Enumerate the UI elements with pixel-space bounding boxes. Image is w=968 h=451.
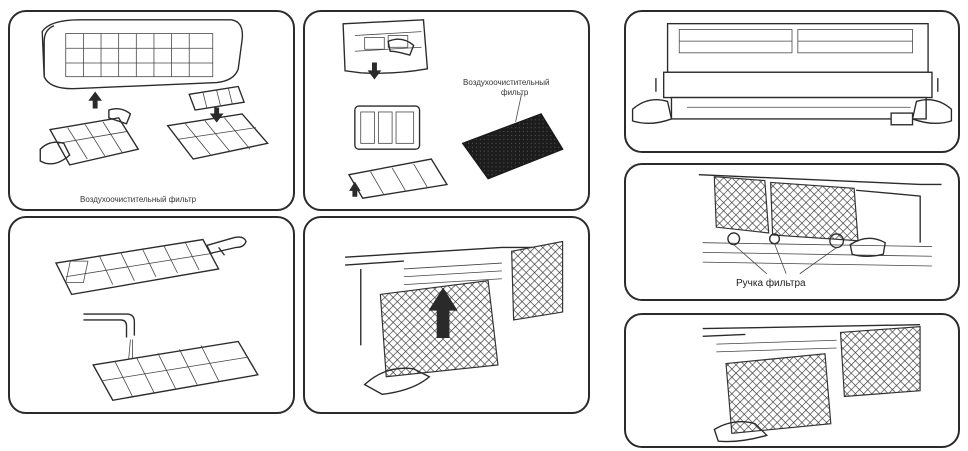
illustration-filter-insert xyxy=(305,218,588,412)
panel-filter-handle: Ручка фильтра xyxy=(624,163,960,301)
panel-clean-filter xyxy=(8,216,295,414)
faucet-icon xyxy=(83,314,134,365)
caption-filter-handle: Ручка фильтра xyxy=(736,278,806,289)
purification-filter xyxy=(463,114,563,179)
illustration-filter-cleaning xyxy=(10,218,293,412)
illustration-filter-slide xyxy=(626,315,958,446)
caption-air-filter: Воздухоочистительный фильтр xyxy=(80,195,196,204)
hand-icon xyxy=(850,238,885,256)
caption-purification-filter-line2: фильтр xyxy=(501,88,528,97)
illustration-unit-open xyxy=(10,12,293,209)
panel-open-front-panel xyxy=(624,10,960,153)
panel-remove-filter: Воздухоочистительный фильтр xyxy=(8,10,295,211)
arrow-up-icon xyxy=(89,92,101,108)
brush-icon xyxy=(207,237,246,255)
caption-purification-filter-line1: Воздухоочистительный xyxy=(463,78,550,87)
panel-insert-filter xyxy=(303,216,590,414)
panel-pull-filter: Воздухоочистительный фильтр xyxy=(303,10,590,211)
illustration-front-panel xyxy=(626,12,958,151)
hand-icon xyxy=(633,100,672,124)
panel-slide-filter xyxy=(624,313,960,448)
illustration-filter-removal xyxy=(305,12,588,209)
